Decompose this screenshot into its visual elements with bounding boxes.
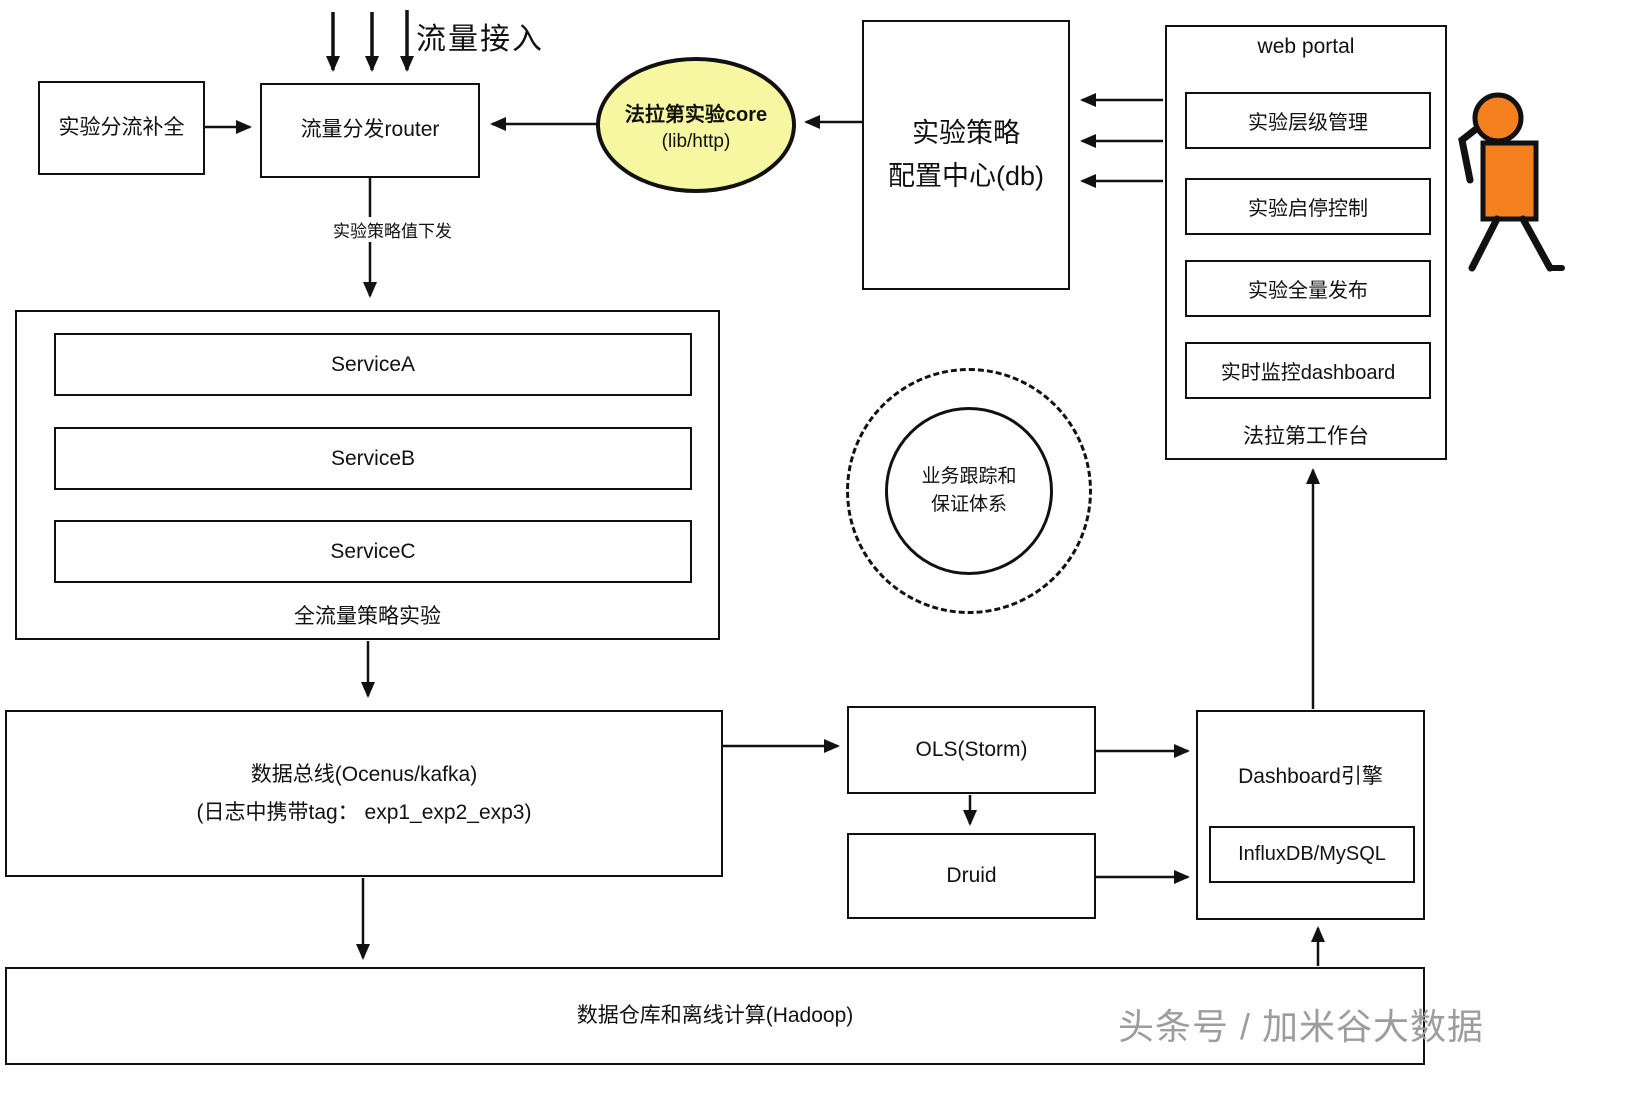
node-druid: Druid: [847, 833, 1096, 919]
data-bus-line1: 数据总线(Ocenus/kafka): [250, 762, 478, 786]
node-service-b: ServiceB: [54, 427, 692, 490]
node-full-traffic-experiment: ServiceA ServiceB ServiceC 全流量策略实验: [15, 310, 720, 640]
node-data-bus: 数据总线(Ocenus/kafka) (日志中携带tag： exp1_exp2_…: [5, 710, 723, 877]
portal-item-start-stop: 实验启停控制: [1185, 178, 1431, 235]
node-web-portal: web portal 实验层级管理 实验启停控制 实验全量发布 实时监控dash…: [1165, 25, 1447, 460]
config-center-line2: 配置中心(db): [887, 161, 1044, 191]
node-service-c: ServiceC: [54, 520, 692, 583]
portal-item-monitor-dashboard: 实时监控dashboard: [1185, 342, 1431, 399]
web-portal-title: web portal: [1257, 35, 1355, 58]
node-service-a: ServiceA: [54, 333, 692, 396]
faraday-core-subtitle: (lib/http): [661, 130, 731, 152]
traffic-in-label: 流量接入: [416, 23, 544, 56]
config-center-line1: 实验策略: [912, 117, 1020, 148]
node-influxdb-mysql: InfluxDB/MySQL: [1209, 826, 1415, 883]
tracking-line2: 保证体系: [930, 494, 1007, 515]
node-hadoop-warehouse: 数据仓库和离线计算(Hadoop): [5, 967, 1425, 1065]
portal-item-full-release: 实验全量发布: [1185, 260, 1431, 317]
node-dashboard-engine: Dashboard引擎 InfluxDB/MySQL: [1196, 710, 1425, 920]
faraday-core-title: 法拉第实验core: [624, 103, 768, 126]
node-split-completion: 实验分流补全: [38, 81, 205, 175]
node-config-center: 实验策略 配置中心(db): [862, 20, 1070, 290]
portal-item-layer-mgmt: 实验层级管理: [1185, 92, 1431, 149]
node-traffic-router: 流量分发router: [260, 83, 480, 178]
services-caption: 全流量策略实验: [294, 605, 441, 628]
tracking-ring-inner: 业务跟踪和 保证体系: [885, 407, 1053, 575]
node-tracking-ring: 业务跟踪和 保证体系: [846, 368, 1092, 614]
dashboard-engine-title: Dashboard引擎: [1238, 765, 1383, 788]
data-bus-line2: (日志中携带tag： exp1_exp2_exp3): [196, 800, 532, 824]
node-faraday-core: 法拉第实验core (lib/http): [596, 57, 796, 193]
web-portal-footer: 法拉第工作台: [1243, 425, 1369, 448]
person-icon: [1458, 92, 1565, 272]
watermark-text: 头条号 / 加米谷大数据: [1118, 1006, 1485, 1047]
tracking-line1: 业务跟踪和: [921, 465, 1017, 487]
policy-push-label: 实验策略值下发: [330, 217, 455, 242]
node-ols-storm: OLS(Storm): [847, 706, 1096, 794]
